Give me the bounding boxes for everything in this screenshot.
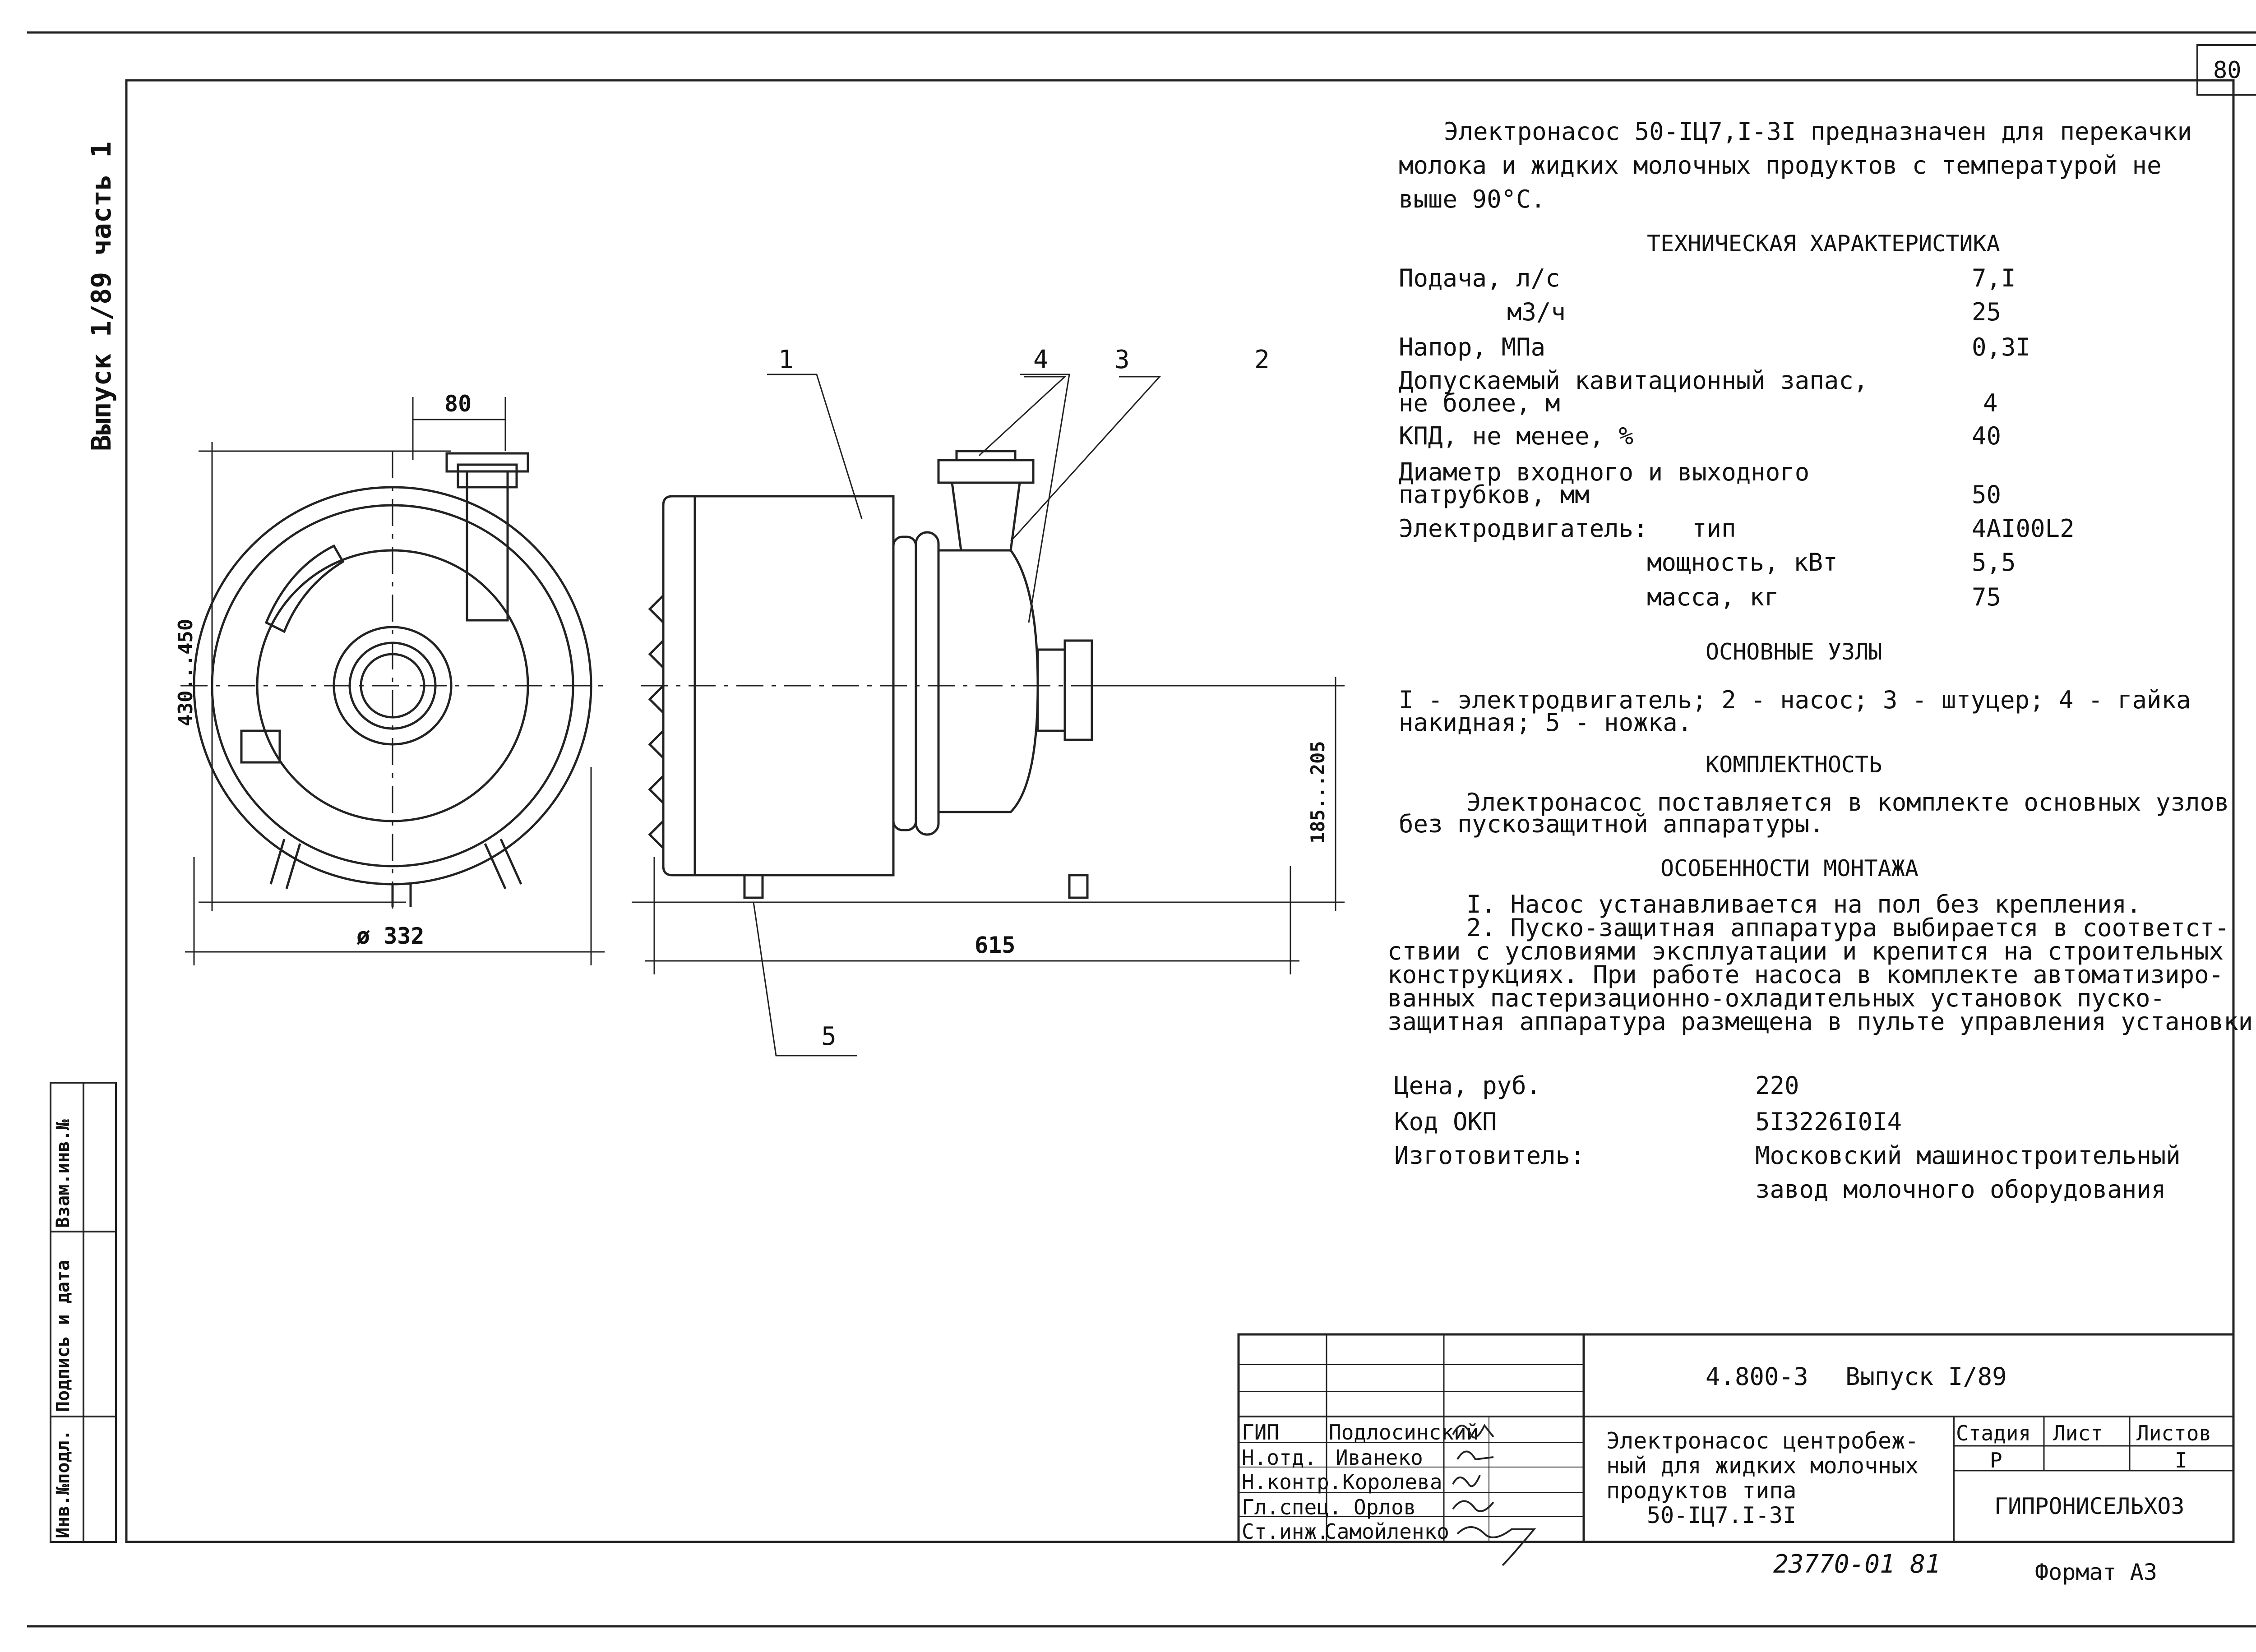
units-line-1: I - электродвигатель; 2 - насос; 3 - шту… <box>1399 686 2191 714</box>
dim-axis: 185...205 <box>1307 741 1329 844</box>
mount-line-2: 2. Пуско-защитная аппаратура выбирается … <box>1466 914 2229 942</box>
intro-line-3: выше 90°С. <box>1399 185 1546 213</box>
okp-label: Код ОКП <box>1394 1107 1497 1136</box>
stamp-name-3: Орлов <box>1354 1495 1416 1519</box>
mount-line-4: конструкциях. При работе насоса в компле… <box>1387 960 2224 989</box>
stamp-name-2: Королева <box>1342 1470 1442 1494</box>
spec-value-4: 4 <box>1983 389 1998 417</box>
leader-label-3: 3 <box>1114 345 1130 374</box>
spec-label-3: Допускаемый кавитационный запас, <box>1399 366 1868 395</box>
mount-line-6: защитная аппаратура размещена в пульте у… <box>1387 1007 2256 1036</box>
leader-label-2: 2 <box>1254 345 1270 374</box>
spec-value-5: 40 <box>1972 422 2002 450</box>
mount-line-3: ствии с условиями эксплуатации и крепитс… <box>1387 937 2224 965</box>
page-number: 80 <box>2213 57 2242 84</box>
spec-label-6: Диаметр входного и выходного <box>1399 458 1810 486</box>
stamp-name-4: Самойленко <box>1324 1519 1449 1544</box>
mount-line-1: I. Насос устанавливается на пол без креп… <box>1466 890 2141 918</box>
spec-value-2: 0,3I <box>1972 333 2031 361</box>
leader-label-1: 1 <box>778 345 794 374</box>
price-label: Цена, руб. <box>1394 1071 1541 1100</box>
strip-podpis: Подпись и дата <box>53 1260 74 1412</box>
stamp-title-3: продуктов типа <box>1606 1477 1797 1504</box>
stamp-sheets: I <box>2175 1448 2187 1472</box>
spec-label-8: Электродвигатель: <box>1399 514 1648 543</box>
maker-line-2: завод молочного оборудования <box>1755 1175 2166 1204</box>
dim-80: 80 <box>444 391 472 417</box>
spec-label-4: не более, м <box>1399 389 1560 417</box>
spec-label-1: м3/ч <box>1507 298 1566 326</box>
spec-value-9: 5,5 <box>1972 548 2016 577</box>
spec-label-2: Напор, МПа <box>1399 333 1546 361</box>
leader-label-5: 5 <box>821 1022 837 1051</box>
kit-line-1: Электронасос поставляется в комплекте ос… <box>1466 788 2229 817</box>
maker-label: Изготовитель: <box>1394 1141 1585 1170</box>
pump-side-view <box>632 374 1345 1057</box>
price-value: 220 <box>1755 1071 1799 1100</box>
leader-label-4: 4 <box>1033 345 1049 374</box>
maker-line-1: Московский машиностроительный <box>1755 1141 2181 1170</box>
spec-value-8: 4АI00L2 <box>1972 514 2075 543</box>
spec-label-0: Подача, л/с <box>1399 264 1560 292</box>
pump-front-view <box>180 397 605 965</box>
kit-line-2: без пускозащитной аппаратуры. <box>1399 810 1824 838</box>
spec-sub-10: масса, кг <box>1647 583 1779 611</box>
stamp-stage-header: Стадия <box>1956 1421 2031 1445</box>
kit-heading: КОМПЛЕКТНОСТЬ <box>1706 752 1882 778</box>
stamp-bottom-number: 23770-01 81 <box>1773 1550 1941 1579</box>
units-line-2: накидная; 5 - ножка. <box>1399 708 1692 737</box>
strip-inv-podl: Инв.№подл. <box>53 1430 74 1538</box>
stamp-title-1: Электронасос центробеж- <box>1606 1428 1919 1454</box>
stamp-name-1: Иванеко <box>1336 1445 1423 1470</box>
tech-heading: ТЕХНИЧЕСКАЯ ХАРАКТЕРИСТИКА <box>1647 231 2000 257</box>
side-note: Выпуск 1/89 часть 1 <box>86 141 117 451</box>
stamp-issue: Выпуск I/89 <box>1845 1362 2007 1391</box>
spec-sub-9: мощность, кВт <box>1647 548 1838 577</box>
stamp-role-0: ГИП <box>1242 1420 1280 1444</box>
intro-line-1: Электронасос 50-IЦ7,I-3I предназначен дл… <box>1444 117 2192 146</box>
stamp-sheet-header: Лист <box>2053 1421 2103 1445</box>
okp-value: 5I3226I0I4 <box>1755 1107 1902 1136</box>
stamp-role-1: Н.отд. <box>1242 1445 1317 1470</box>
stamp-role-4: Ст.инж. <box>1242 1519 1329 1544</box>
spec-label-7: патрубков, мм <box>1399 480 1590 509</box>
stamp-title-4: 50-IЦ7.I-3I <box>1647 1502 1797 1528</box>
intro-line-2: молока и жидких молочных продуктов с тем… <box>1399 151 2162 180</box>
spec-value-10: 75 <box>1972 583 2002 611</box>
stamp-title-2: ный для жидких молочных <box>1606 1453 1919 1479</box>
spec-label-5: КПД, не менее, % <box>1399 422 1634 450</box>
spec-value-0: 7,I <box>1972 264 2016 292</box>
mount-heading: ОСОБЕННОСТИ МОНТАЖА <box>1660 855 1919 881</box>
spec-value-7: 50 <box>1972 480 2002 509</box>
pump-drawing <box>180 374 1345 1057</box>
stamp-org: ГИПРОНИСЕЛЬХОЗ <box>1994 1493 2185 1519</box>
stamp-role-3: Гл.спец. <box>1242 1495 1342 1519</box>
dim-length: 615 <box>975 932 1016 958</box>
stamp-stage: Р <box>1990 1448 2002 1472</box>
stamp-doc-code: 4.800-3 <box>1706 1362 1808 1391</box>
stamp-sheets-header: Листов <box>2136 1421 2212 1445</box>
stamp-role-2: Н.контр. <box>1242 1470 1342 1494</box>
strip-vzam: Взам.инв.№ <box>53 1119 74 1228</box>
spec-sub-8: тип <box>1692 514 1736 543</box>
signatures <box>1452 1424 1536 1566</box>
spec-value-1: 25 <box>1972 298 2002 326</box>
stamp-format: Формат А3 <box>2035 1559 2157 1585</box>
mount-line-5: ванных пастеризационно-охладительных уст… <box>1387 984 2165 1012</box>
dim-height: 430...450 <box>174 618 197 726</box>
dim-diameter: ø 332 <box>356 923 425 949</box>
units-heading: ОСНОВНЫЕ УЗЛЫ <box>1706 639 1882 665</box>
